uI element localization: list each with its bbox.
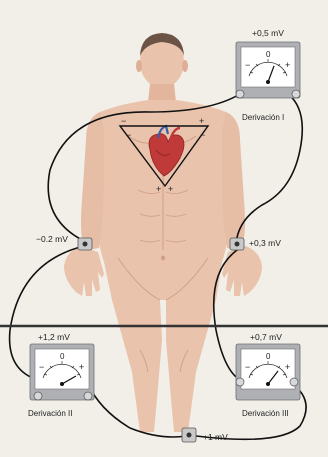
triangle-sign-bottom-left: + xyxy=(156,184,161,194)
svg-text:−: − xyxy=(245,362,250,372)
svg-text:+: + xyxy=(285,60,290,70)
left-hand xyxy=(222,246,262,296)
svg-text:+: + xyxy=(285,362,290,372)
meter-lead-2: +1,2 mV 0 − + Derivación II xyxy=(28,332,94,418)
meter-lead-1-label: Derivación I xyxy=(242,113,284,122)
svg-text:−: − xyxy=(245,60,250,70)
triangle-sign-left-side: − xyxy=(126,130,131,140)
meter-lead-1: +0,5 mV 0 − + Derivación I xyxy=(236,28,300,122)
meter-lead-3-value: +0,7 mV xyxy=(250,332,282,342)
electrode-right-arm xyxy=(78,238,92,250)
electrode-label-left-leg: +1 mV xyxy=(203,432,228,442)
meter-lead-3: +0,7 mV 0 − + Derivación III xyxy=(236,332,300,418)
right-leg xyxy=(112,300,162,432)
svg-text:0: 0 xyxy=(266,352,271,361)
electrode-left-leg xyxy=(182,428,196,442)
triangle-sign-top-right: + xyxy=(199,116,204,126)
electrode-label-left-arm: +0,3 mV xyxy=(249,238,281,248)
svg-text:+: + xyxy=(79,362,84,372)
navel xyxy=(161,256,165,261)
triangle-sign-right-side: − xyxy=(200,130,205,140)
electrode-left-arm xyxy=(230,238,244,250)
meter-lead-2-label: Derivación II xyxy=(28,409,72,418)
right-arm xyxy=(81,112,104,250)
svg-text:0: 0 xyxy=(60,352,65,361)
electrode-label-right-arm: −0.2 mV xyxy=(36,234,68,244)
meter-lead-3-label: Derivación III xyxy=(242,409,289,418)
svg-text:0: 0 xyxy=(266,50,271,59)
left-leg xyxy=(166,300,216,432)
meter-lead-1-value: +0,5 mV xyxy=(252,28,284,38)
triangle-sign-top-left: − xyxy=(121,116,126,126)
neck xyxy=(148,84,176,102)
meter-lead-2-value: +1,2 mV xyxy=(38,332,70,342)
triangle-sign-bottom-right: + xyxy=(168,184,173,194)
svg-text:−: − xyxy=(39,362,44,372)
left-arm xyxy=(222,112,245,250)
right-hand xyxy=(64,246,104,296)
